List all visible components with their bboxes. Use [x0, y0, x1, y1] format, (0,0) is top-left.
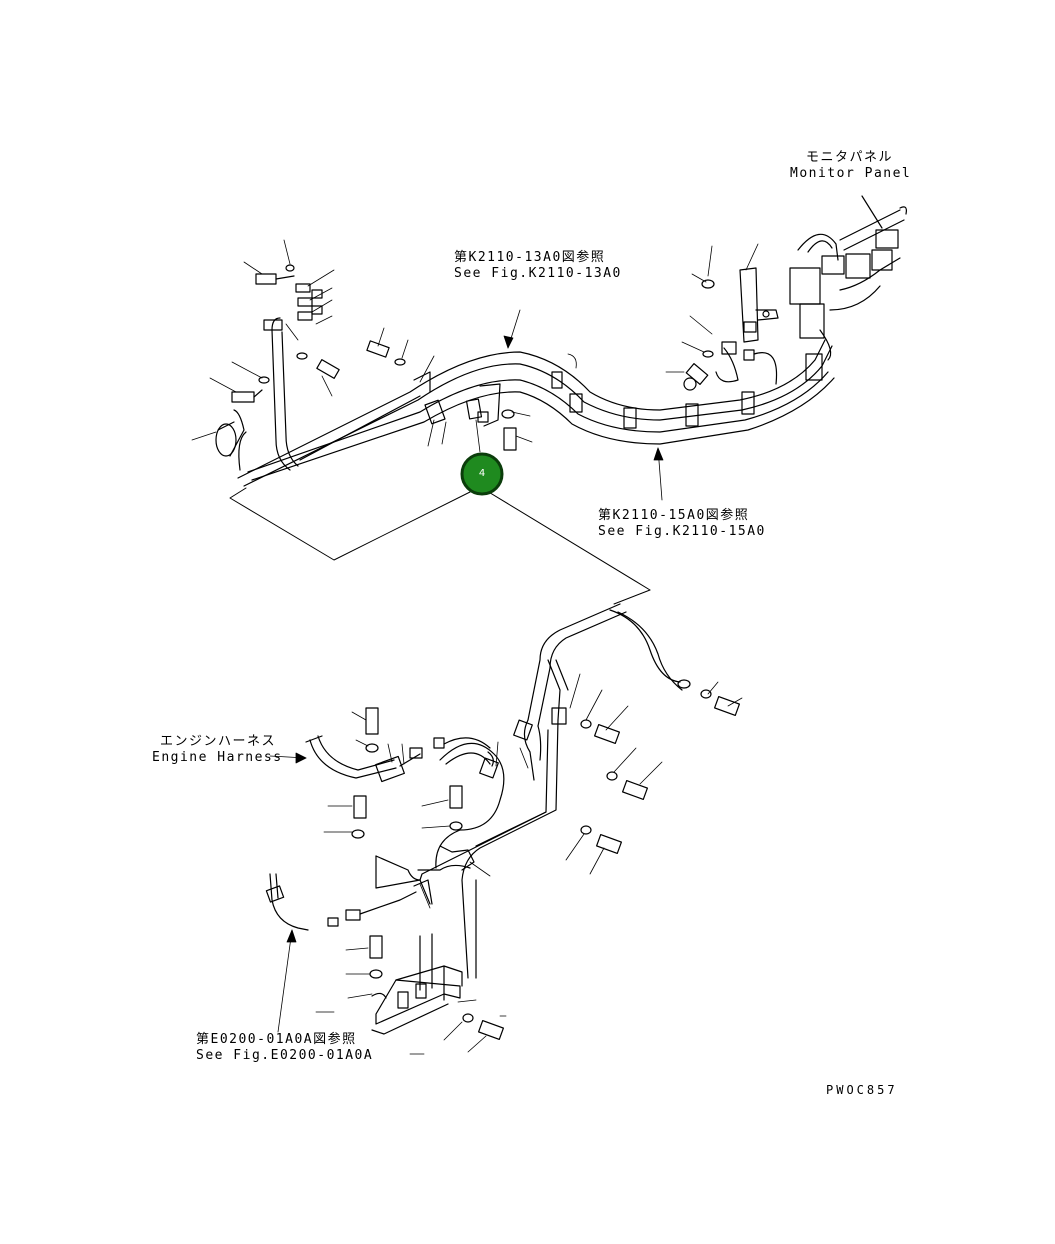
upper-left-bolts: [231, 264, 517, 451]
monitor-panel-label-jp: モニタパネル: [806, 150, 894, 165]
upper-harness-trunk: [215, 317, 835, 487]
lower-bolts: [351, 689, 740, 1041]
callout-number-4[interactable]: 4: [478, 468, 486, 479]
callout-circle[interactable]: [459, 451, 505, 497]
lower-harness: [265, 603, 691, 1035]
ref-e0200-en: See Fig.E0200-01A0A: [196, 1048, 374, 1063]
monitor-panel-label-en: Monitor Panel: [790, 166, 912, 181]
lower-leaders: [269, 673, 743, 1055]
upper-left-leaders: [191, 239, 577, 453]
engine-harness-label-jp: エンジンハーネス: [160, 734, 277, 749]
ref-k2110-13a0-jp: 第K2110-13A0図参照: [454, 250, 606, 265]
ref-e0200-jp: 第E0200-01A0A図参照: [196, 1032, 357, 1047]
engine-harness-label-en: Engine Harness: [152, 750, 283, 765]
drawing-code: PWOC857: [826, 1083, 898, 1097]
upper-clamps: [413, 353, 823, 429]
upper-right-leaders: [503, 243, 759, 501]
ref-k2110-15a0-jp: 第K2110-15A0図参照: [598, 508, 750, 523]
ref-k2110-15a0-en: See Fig.K2110-15A0: [598, 524, 766, 539]
monitor-panel-connectors: [683, 195, 907, 391]
ref-k2110-13a0-en: See Fig.K2110-13A0: [454, 266, 622, 281]
callout-frame: [229, 487, 651, 605]
